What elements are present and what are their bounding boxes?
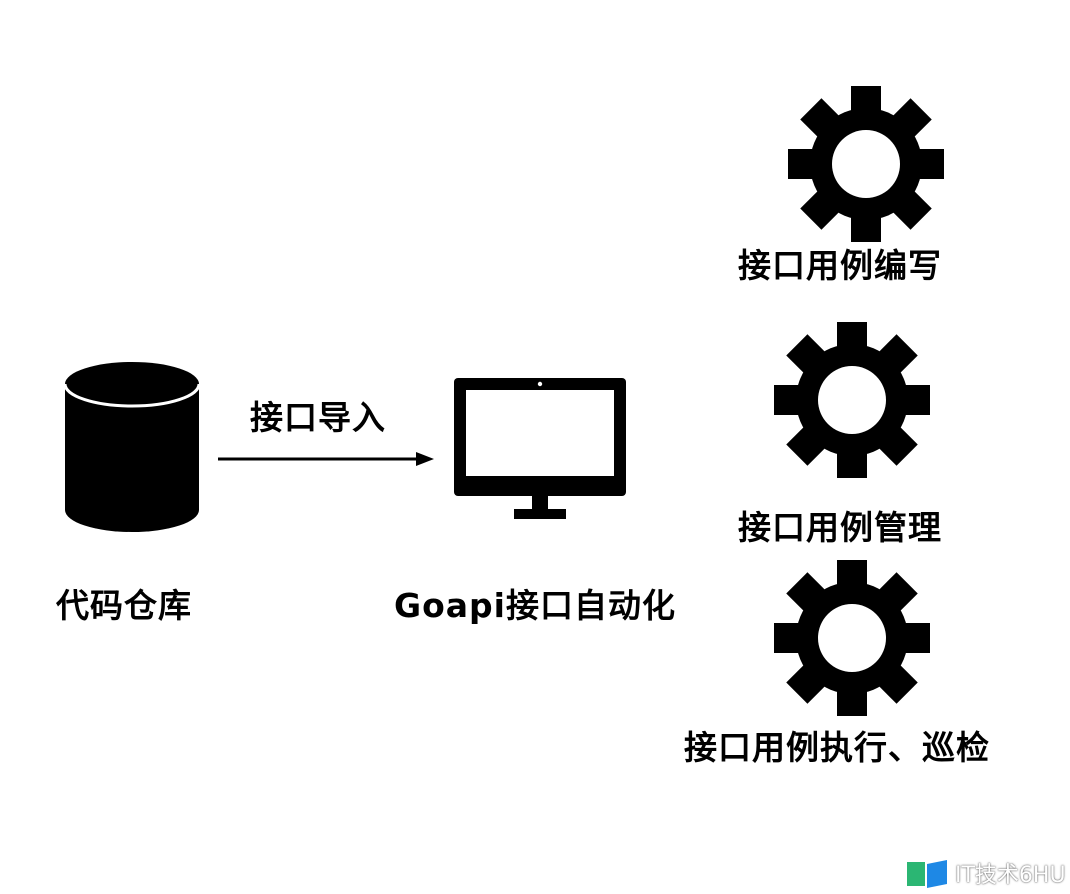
case-manage-label: 接口用例管理 [738,508,942,547]
monitor-icon [454,378,626,519]
gear-icon [788,86,944,242]
book-logo-icon [907,860,947,888]
gear-icon [774,560,930,716]
case-run-label: 接口用例执行、巡检 [684,728,990,767]
watermark: IT技术6HU [905,856,1066,890]
goapi-label: Goapi接口自动化 [394,586,676,625]
repo-label: 代码仓库 [56,586,192,625]
gear-icon [774,322,930,478]
database-icon [63,362,201,532]
import-arrow [218,452,434,466]
import-edge-label: 接口导入 [250,398,386,437]
case-write-label: 接口用例编写 [738,246,942,285]
watermark-text: IT技术6HU [955,863,1066,888]
